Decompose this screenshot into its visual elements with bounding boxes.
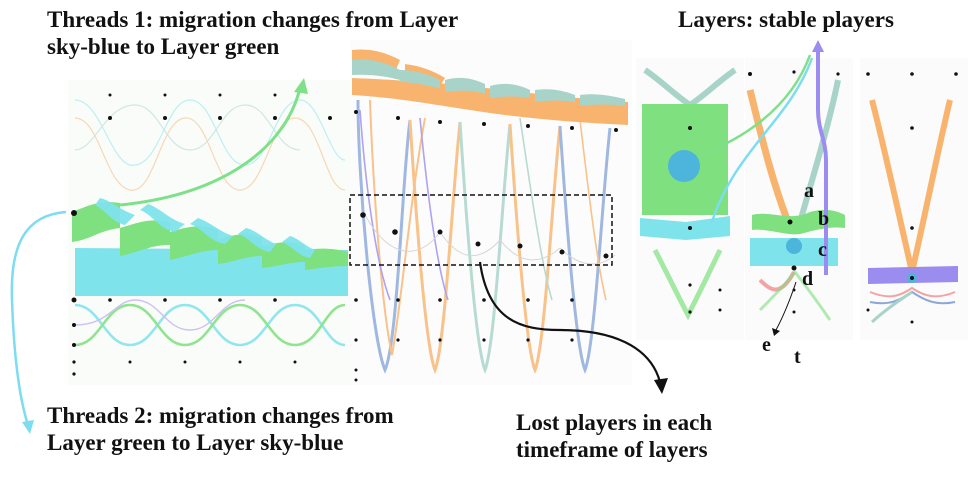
letter-t: t: [794, 346, 801, 368]
letter-a: a: [804, 180, 814, 202]
purple-stable-line: [816, 48, 828, 275]
layer-column-3: [860, 58, 968, 340]
threads2-caption: Threads 2: migration changes from Layer …: [47, 402, 394, 456]
annotation-arrows: [10, 54, 814, 434]
layers-cyan-arrow: [710, 57, 814, 223]
lost-players-box: [349, 194, 613, 266]
lost-players-arrow: [478, 261, 662, 383]
lower-threads: [74, 299, 346, 347]
orange-band: [352, 78, 628, 125]
threads1-arrow: [119, 87, 302, 207]
crossing-threads: [356, 99, 612, 375]
layers-green-arrow: [699, 54, 812, 157]
layer-column-1: [636, 58, 744, 340]
threads1-caption: Threads 1: migration changes from Layer …: [47, 6, 458, 60]
panel-storyline: [349, 40, 632, 385]
faint-threads: [74, 99, 346, 191]
threads2-arrow: [10, 210, 67, 426]
grey-teal-ribbon: [352, 59, 625, 106]
letter-c: c: [818, 239, 827, 261]
layer-dot-2: [786, 238, 802, 254]
letter-e: e: [762, 334, 771, 356]
panel-threads-nodes: [71, 93, 332, 376]
thin-arcs: [364, 214, 616, 265]
panel-threads: [68, 80, 350, 385]
e-pointer: [775, 281, 797, 331]
sky-blue-thread: [95, 198, 315, 258]
green-ribbon: [72, 202, 348, 270]
lost-players-caption: Lost players in each timeframe of layers: [516, 409, 712, 463]
threads2-line-1: Threads 2: migration changes from: [47, 403, 394, 428]
lost-players-line-1: Lost players in each: [516, 410, 713, 435]
threads2-arrowhead: [22, 420, 34, 434]
lost-players-line-2: timeframe of layers: [516, 437, 708, 462]
panel-storyline-nodes: [354, 110, 618, 382]
threads2-line-2: Layer green to Layer sky-blue: [47, 430, 344, 455]
panel-layers: [636, 40, 968, 340]
threads1-line-1: Threads 1: migration changes from Layer: [47, 7, 459, 32]
layer-dot-1: [668, 150, 700, 182]
purple-arrowhead: [812, 40, 824, 52]
letter-d: d: [802, 268, 814, 290]
threads1-arrowhead: [294, 78, 308, 94]
lost-players-arrowhead: [654, 378, 668, 394]
layer-column-2: [745, 40, 853, 340]
threads1-line-2: sky-blue to Layer green: [47, 34, 280, 59]
layers-title: Layers: stable players: [678, 7, 894, 32]
e-pointer-head: [772, 328, 780, 336]
letter-b: b: [818, 208, 830, 230]
